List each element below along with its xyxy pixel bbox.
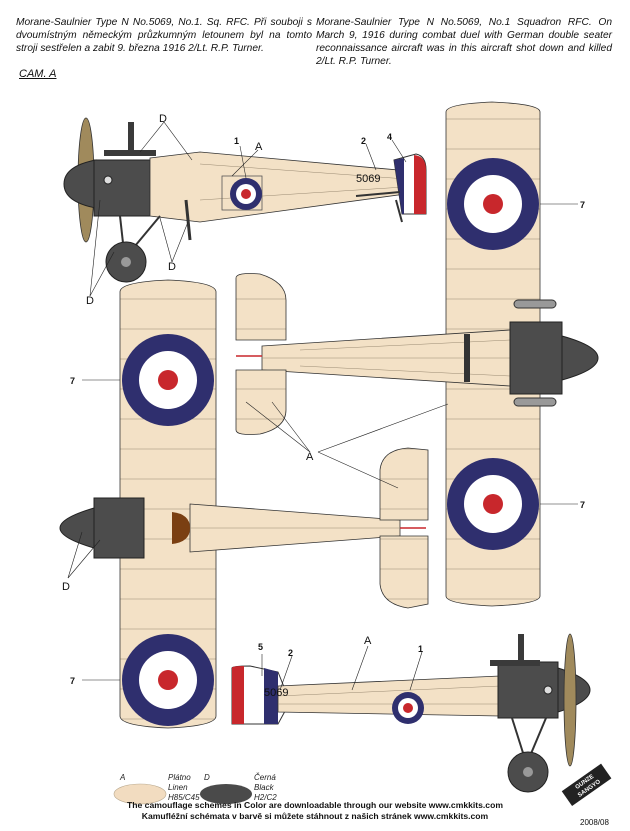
serial-side-right: 5069 <box>264 687 288 699</box>
top-view-fuselage <box>235 273 599 435</box>
legend-black-code: H2/C2 <box>254 793 277 802</box>
legend-linen-cz: Plátno <box>168 773 191 782</box>
bottom-view-fuselage: D A <box>59 401 449 609</box>
legend-black-cz: Černá <box>254 773 276 782</box>
wing-lower-view: 7 7 <box>70 279 217 729</box>
legend-key-d: D <box>204 773 210 782</box>
callout-d-bottom: D <box>168 261 176 273</box>
callout-7-left-upper: 7 <box>70 376 75 386</box>
callout-7-lower: 7 <box>580 500 585 510</box>
cowling-emblem <box>103 175 113 185</box>
tailplane-bottom-upper <box>379 447 429 521</box>
callout-7-left-lower: 7 <box>70 676 75 686</box>
side-view-left: 5069 D 1 A 2 4 D <box>63 113 427 307</box>
spinner <box>63 159 97 209</box>
callout-7-upper: 7 <box>580 200 585 210</box>
tailplane-lower <box>235 369 287 435</box>
legend-black-en: Black <box>254 783 275 792</box>
swatch-linen <box>113 783 167 805</box>
legend: A Plátno Linen H85/C45 D Černá Black H2/… <box>113 773 277 805</box>
propeller-right <box>563 633 577 767</box>
cowling-top <box>509 321 563 395</box>
caption-english: Morane-Saulnier Type N No.5069, No.1 Squ… <box>316 17 612 67</box>
callout-a-side: A <box>255 141 263 153</box>
footer-czech: Kamufléžní schémata v barvě si můžete st… <box>141 811 489 821</box>
side-view-right: 5069 5 2 A 1 <box>231 633 591 793</box>
tailplane-upper <box>235 273 287 341</box>
callout-a-right: A <box>364 635 372 647</box>
swatch-black <box>200 784 252 804</box>
callout-d-top: D <box>159 113 167 125</box>
callout-1-right: 1 <box>418 644 423 654</box>
legend-linen-en: Linen <box>168 783 188 792</box>
callout-4-side: 4 <box>387 132 392 142</box>
fuselage-side <box>149 151 421 223</box>
machine-gun <box>104 150 156 156</box>
footer-english: The camouflage schemes in Color are down… <box>127 800 503 810</box>
caption-czech: Morane-Saulnier Type N No.5069, No.1. Sq… <box>16 17 312 54</box>
legend-linen-code: H85/C45 <box>168 793 200 802</box>
legend-key-a: A <box>119 773 125 782</box>
scheme-label: CAM. A <box>19 68 57 80</box>
serial-side-left: 5069 <box>356 173 380 185</box>
cowling <box>93 159 151 217</box>
callout-2-right: 2 <box>288 648 293 658</box>
cockpit-floor <box>172 512 190 544</box>
callout-a-center: A <box>306 451 314 463</box>
cowling-bottom <box>93 497 145 559</box>
callout-1-side: 1 <box>234 136 239 146</box>
callout-2-side: 2 <box>361 136 366 146</box>
callout-d-bottom-view: D <box>62 581 70 593</box>
callout-d-wheel: D <box>86 295 94 307</box>
machine-gun-right <box>490 660 540 666</box>
print-date: 2008/08 <box>580 818 609 827</box>
callout-5-side: 5 <box>258 642 263 652</box>
tailplane-bottom-lower <box>379 535 429 609</box>
